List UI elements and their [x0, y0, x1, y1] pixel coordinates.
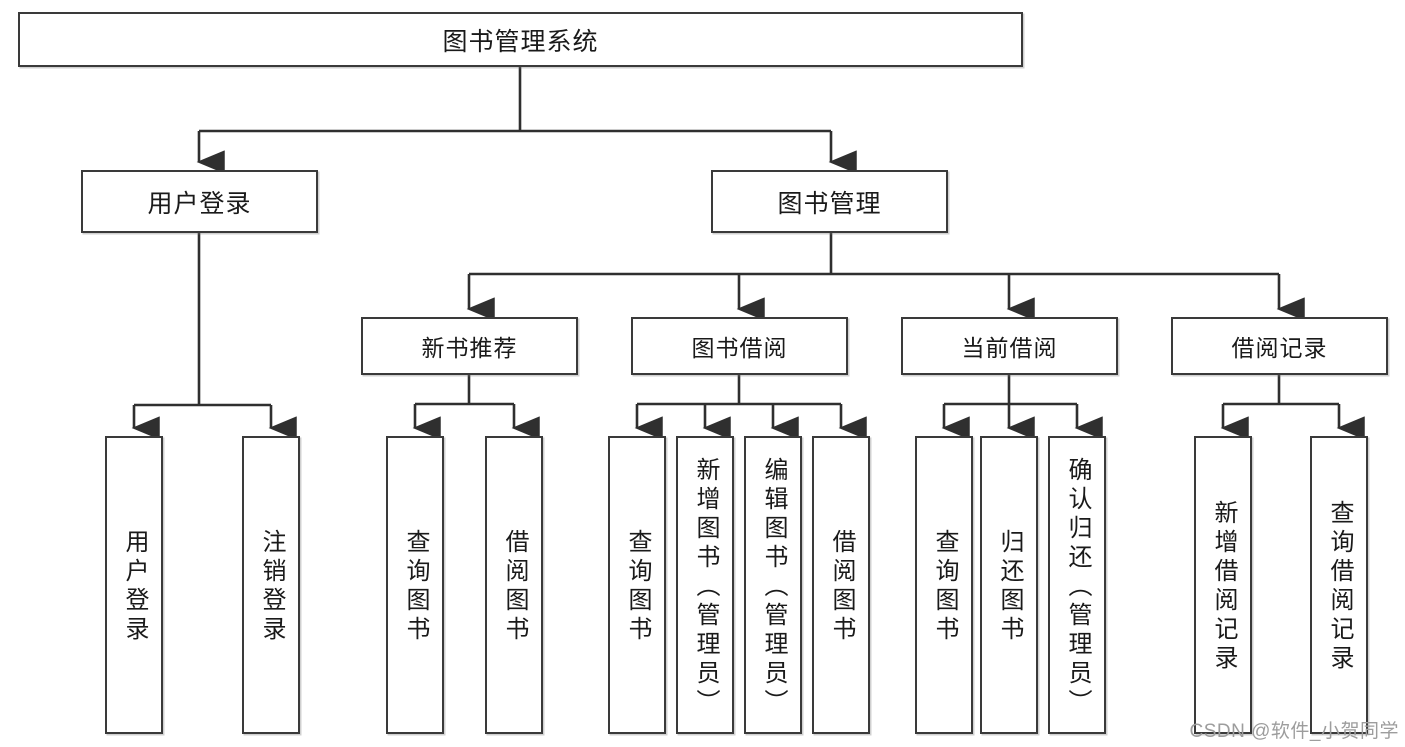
node-label: 用户登录 — [147, 189, 252, 218]
node-leaf-query-borrow-record[interactable]: 查询借阅记录 — [1310, 436, 1368, 734]
node-leaf-borrow-book-2[interactable]: 借阅图书 — [812, 436, 870, 734]
node-label: 当前借阅 — [961, 335, 1058, 361]
node-leaf-query-book-2[interactable]: 查询图书 — [608, 436, 666, 734]
node-leaf-add-borrow-record[interactable]: 新增借阅记录 — [1194, 436, 1252, 734]
node-leaf-return-book[interactable]: 归还图书 — [980, 436, 1038, 734]
node-label: 新书推荐 — [421, 335, 518, 361]
node-label: 新增图书（管理员） — [692, 456, 719, 718]
node-book-borrow[interactable]: 图书借阅 — [631, 317, 848, 375]
node-leaf-add-book-admin[interactable]: 新增图书（管理员） — [676, 436, 734, 734]
node-label: 借阅记录 — [1231, 335, 1328, 361]
node-label: 查询借阅记录 — [1326, 500, 1353, 674]
node-label: 编辑图书（管理员） — [760, 456, 787, 718]
node-user-login[interactable]: 用户登录 — [81, 170, 318, 233]
node-label: 查询图书 — [931, 529, 958, 645]
node-leaf-edit-book-admin[interactable]: 编辑图书（管理员） — [744, 436, 802, 734]
node-label: 图书管理系统 — [442, 27, 599, 56]
node-leaf-user-login[interactable]: 用户登录 — [105, 436, 163, 734]
node-borrow-record[interactable]: 借阅记录 — [1171, 317, 1388, 375]
node-book-manage[interactable]: 图书管理 — [711, 170, 948, 233]
node-label: 图书借阅 — [691, 335, 788, 361]
node-new-book-recommend[interactable]: 新书推荐 — [361, 317, 578, 375]
node-book-management-system[interactable]: 图书管理系统 — [18, 12, 1023, 67]
node-current-borrow[interactable]: 当前借阅 — [901, 317, 1118, 375]
node-leaf-borrow-book-1[interactable]: 借阅图书 — [485, 436, 543, 734]
node-leaf-logout-login[interactable]: 注销登录 — [242, 436, 300, 734]
node-label: 确认归还（管理员） — [1064, 456, 1091, 718]
node-label: 借阅图书 — [828, 529, 855, 645]
node-label: 查询图书 — [402, 529, 429, 645]
node-label: 借阅图书 — [501, 529, 528, 645]
node-label: 图书管理 — [777, 189, 882, 218]
node-leaf-query-book-3[interactable]: 查询图书 — [915, 436, 973, 734]
node-label: 用户登录 — [121, 529, 148, 645]
node-leaf-query-book-1[interactable]: 查询图书 — [386, 436, 444, 734]
node-label: 新增借阅记录 — [1210, 500, 1237, 674]
node-label: 注销登录 — [258, 529, 285, 645]
node-label: 归还图书 — [996, 529, 1023, 645]
node-label: 查询图书 — [624, 529, 651, 645]
node-leaf-confirm-return-admin[interactable]: 确认归还（管理员） — [1048, 436, 1106, 734]
